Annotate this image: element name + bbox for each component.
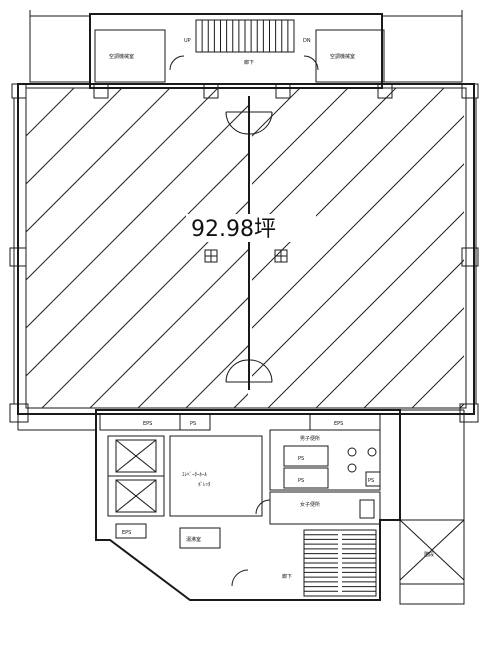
ac-room-right-label: 空調機械室 — [330, 53, 355, 60]
hatch-right — [252, 88, 464, 408]
ac-room-left — [94, 29, 166, 83]
hatch-line — [26, 153, 248, 377]
womens-toilet — [269, 491, 381, 525]
hatch-line — [137, 297, 248, 408]
stairs-top — [195, 19, 295, 53]
bottom-core: EPS PS EPS ｴﾚﾍﾞｰﾀｰﾎｰﾙ ﾎﾟﾚｯﾀ 男子便所 PS PS P… — [17, 409, 465, 605]
hatch-line — [26, 88, 219, 281]
hatch-line — [26, 88, 123, 185]
hatch-left — [26, 88, 248, 408]
balcony — [399, 519, 465, 605]
hatch-line — [252, 88, 445, 281]
corridor-bottom-label: 廊下 — [282, 573, 292, 580]
hatch-line — [411, 355, 464, 408]
hatch-line — [252, 115, 464, 329]
elevator-hall — [169, 435, 263, 517]
hatch-line — [41, 201, 248, 408]
mens-toilet-label: 男子便所 — [300, 435, 320, 442]
hatch-line — [252, 88, 349, 185]
dn-label-top: DN — [303, 38, 311, 44]
mens-toilet — [269, 429, 381, 491]
hatch-line — [267, 211, 464, 408]
corridor-top-label: 廊下 — [244, 59, 254, 66]
hatch-line — [252, 88, 301, 137]
elevator-sub-label: ﾎﾟﾚｯﾀ — [198, 481, 211, 488]
ac-room-right — [315, 29, 385, 83]
kitchen-label: 湯沸室 — [186, 536, 201, 543]
stairs-bottom — [303, 529, 377, 597]
ps-c-label: PS — [368, 478, 374, 484]
hatch-line — [252, 88, 397, 233]
elevator-shafts — [107, 435, 165, 517]
hatch-line — [26, 88, 171, 233]
womens-toilet-label: 女子便所 — [300, 501, 320, 508]
hatch-line — [26, 105, 248, 329]
ps-top-label: PS — [190, 421, 196, 427]
hatch-line — [315, 259, 464, 408]
hatch-line — [185, 345, 248, 408]
hatch-line — [252, 88, 253, 89]
hatch-line — [89, 249, 248, 408]
office-floor: 92.98坪 — [9, 83, 479, 423]
balcony-label: 階段 — [424, 551, 434, 558]
eps-top-left-label: EPS — [143, 421, 152, 427]
top-core: 空調機械室 空調機械室 UP DN 廊下 — [29, 10, 463, 89]
up-label-top: UP — [184, 38, 191, 44]
hatch-line — [252, 163, 464, 377]
hatch-line — [363, 307, 464, 408]
ac-room-left-label: 空調機械室 — [109, 53, 134, 60]
eps-top-right-label: EPS — [334, 421, 343, 427]
eps-bottom-label: EPS — [122, 530, 131, 536]
floor-area-label: 92.98坪 — [191, 217, 276, 242]
elevator-hall-label: ｴﾚﾍﾞｰﾀｰﾎｰﾙ — [182, 471, 208, 478]
ps-a-label: PS — [298, 456, 304, 462]
ps-b-label: PS — [298, 478, 304, 484]
